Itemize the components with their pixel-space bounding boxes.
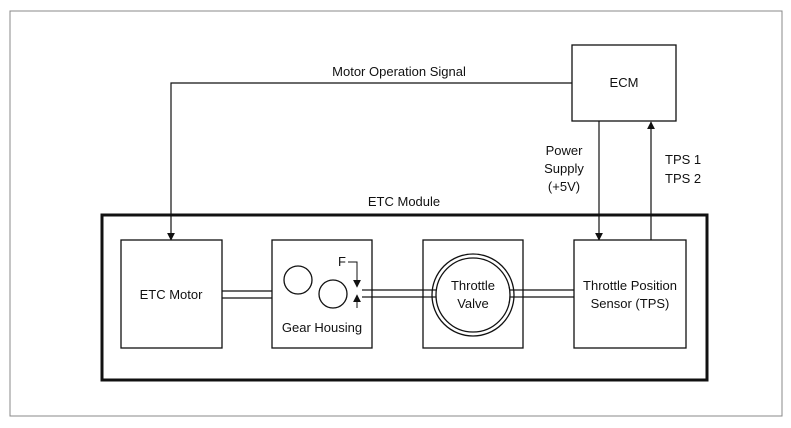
power-supply-label-3: (+5V)	[548, 179, 580, 194]
etc-module-label: ETC Module	[368, 194, 440, 209]
ecm-label: ECM	[610, 75, 639, 90]
force-arrow-down	[348, 261, 361, 288]
outer-frame	[9, 10, 783, 417]
etc-motor-box	[120, 239, 223, 349]
motor-gear-shaft	[222, 290, 272, 299]
tps-sensor-label-1: Throttle Position	[583, 278, 677, 293]
etc-module-box	[100, 213, 709, 382]
tps-sensor-label-2: Sensor (TPS)	[591, 296, 670, 311]
power-supply-label-2: Supply	[544, 161, 584, 176]
force-label: F	[338, 254, 346, 269]
throttle-shaft-stubs	[423, 289, 523, 298]
ecm-box	[571, 44, 677, 122]
throttle-valve-label-2: Valve	[457, 296, 489, 311]
throttle-valve-label-1: Throttle	[451, 278, 495, 293]
gear-1	[283, 265, 313, 295]
tps2-label: TPS 2	[665, 171, 701, 186]
motor-operation-signal-label: Motor Operation Signal	[332, 64, 466, 79]
throttle-bore	[431, 253, 515, 337]
motor-operation-signal-line	[167, 82, 572, 241]
gear-housing-label: Gear Housing	[282, 320, 362, 335]
tps1-label: TPS 1	[665, 152, 701, 167]
gear-2	[318, 279, 348, 309]
power-supply-label-1: Power	[546, 143, 584, 158]
etc-motor-label: ETC Motor	[140, 287, 204, 302]
tps-sensor-box	[573, 239, 687, 349]
